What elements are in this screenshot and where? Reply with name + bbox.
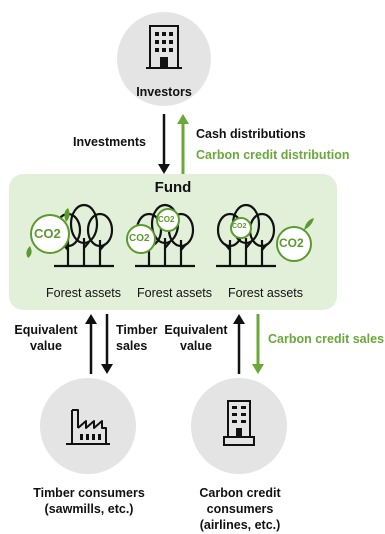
co2-bubble-3: CO2 (158, 215, 175, 224)
factory-icon (66, 409, 110, 445)
cash-distributions-label: Cash distributions (196, 127, 306, 141)
co2-bubble-1: CO2 (34, 226, 61, 241)
carbon-credit-distribution-label: Carbon credit distribution (196, 148, 350, 162)
timber-sales-label: Timber sales (116, 323, 158, 353)
fund-title: Fund (154, 179, 192, 196)
equivalent-value-left-label: Equivalent value (14, 323, 78, 353)
carbon-consumers-node (191, 378, 287, 474)
investors-label: Investors (136, 85, 192, 99)
equivalent-value-right-label: Equivalent value (164, 323, 228, 353)
co2-bubble-5: CO2 (279, 236, 304, 250)
co2-bubble-2: CO2 (129, 233, 150, 244)
forest-assets-label-2: Forest assets (137, 286, 213, 300)
timber-consumers-label: Timber consumers (sawmills, etc.) (33, 486, 145, 516)
co2-bubble-4: CO2 (232, 223, 247, 230)
forest-assets-label-1: Forest assets (46, 286, 122, 300)
carbon-credit-sales-label: Carbon credit sales (268, 332, 385, 346)
office-building-icon (146, 25, 182, 69)
carbon-consumers-label: Carbon credit consumers (airlines, etc.) (199, 486, 281, 532)
building-icon (223, 400, 255, 446)
forest-assets-label-3: Forest assets (228, 286, 304, 300)
investments-label: Investments (73, 135, 146, 149)
